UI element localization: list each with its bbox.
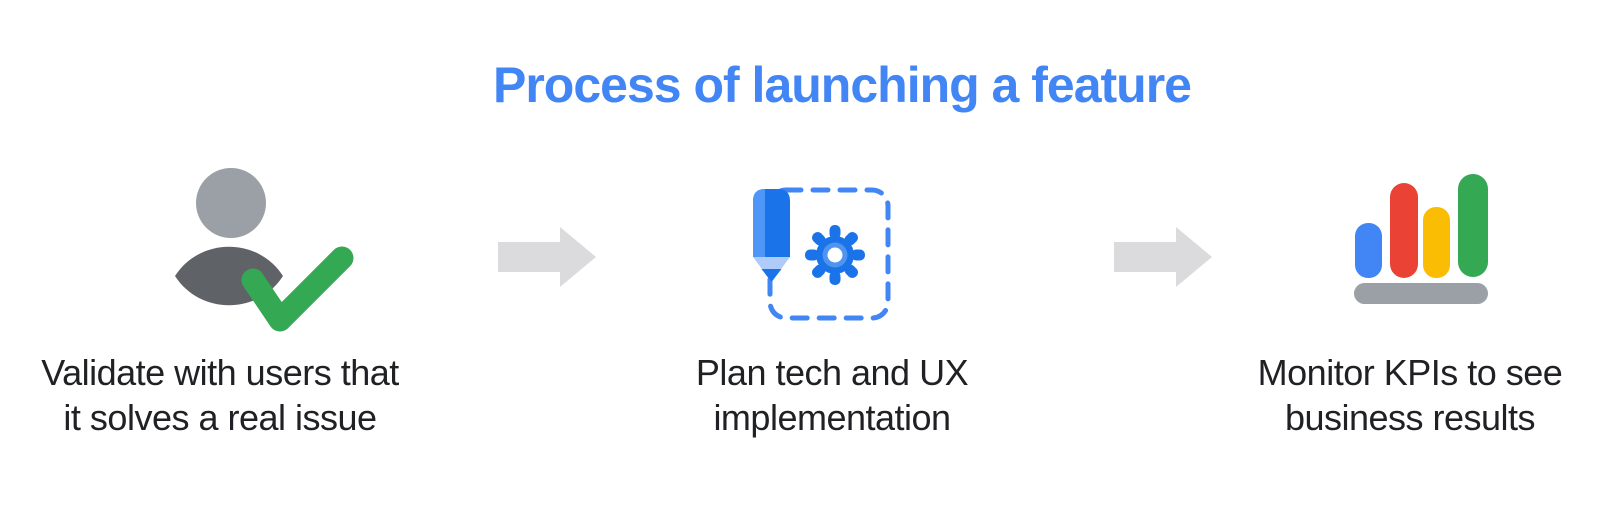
bar-green bbox=[1458, 174, 1488, 277]
arrow-shape bbox=[498, 227, 596, 287]
arrow-right-icon bbox=[498, 227, 596, 287]
gear-icon bbox=[805, 225, 865, 285]
step-validate-label: Validate with users that it solves a rea… bbox=[0, 350, 440, 440]
pencil-gear-icon bbox=[753, 187, 891, 321]
step-label-line: implementation bbox=[713, 397, 951, 438]
check-mark-icon bbox=[241, 246, 354, 332]
step-label-line: Monitor KPIs to see bbox=[1257, 352, 1563, 393]
bar-blue bbox=[1355, 223, 1382, 278]
user-check-icon bbox=[175, 168, 354, 332]
bar-red bbox=[1390, 183, 1418, 278]
step-label-line: Validate with users that bbox=[41, 352, 399, 393]
bar-base bbox=[1354, 283, 1488, 304]
step-plan-label: Plan tech and UX implementation bbox=[632, 350, 1032, 440]
step-label-line: it solves a real issue bbox=[63, 397, 377, 438]
step-monitor-label: Monitor KPIs to see business results bbox=[1210, 350, 1600, 440]
bar-yellow bbox=[1423, 207, 1450, 278]
bar-chart-icon bbox=[1354, 174, 1488, 304]
arrow-shape bbox=[1114, 227, 1212, 287]
step-label-line: Plan tech and UX bbox=[695, 352, 969, 393]
pencil-lead bbox=[761, 269, 782, 282]
pencil-highlight bbox=[753, 189, 765, 257]
page-title: Process of launching a feature bbox=[493, 57, 1192, 113]
step-label-line: business results bbox=[1284, 397, 1536, 438]
person-head bbox=[196, 168, 266, 238]
pencil-icon bbox=[753, 189, 790, 282]
arrow-right-icon bbox=[1114, 227, 1212, 287]
